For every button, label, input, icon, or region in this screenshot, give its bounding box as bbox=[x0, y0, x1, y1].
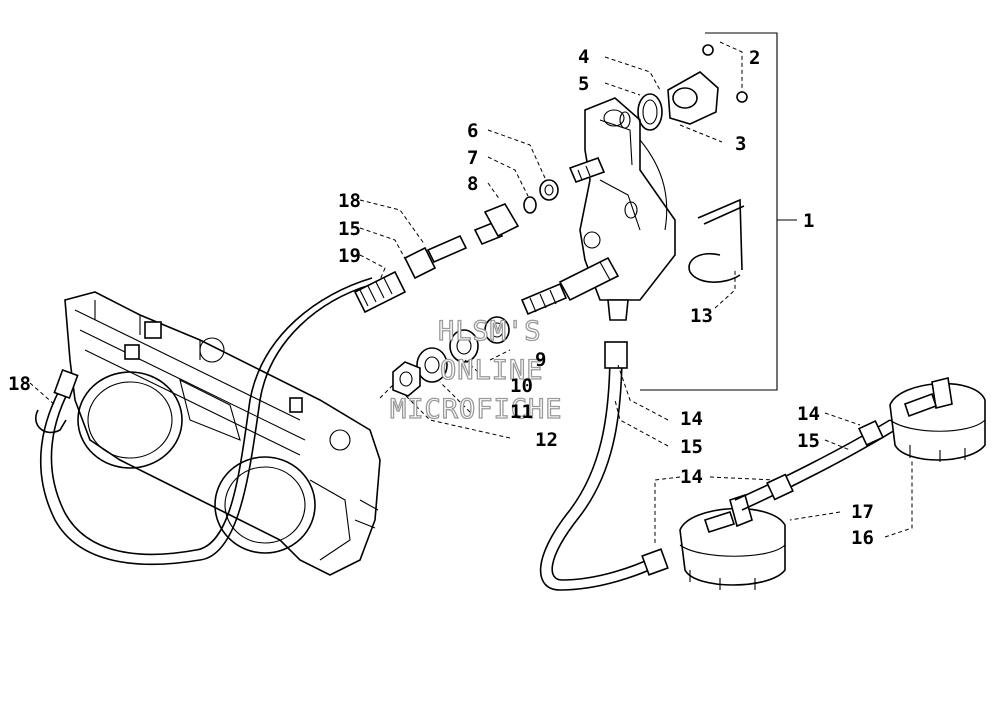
assembly-bracket bbox=[640, 32, 797, 391]
callout-2: 2 bbox=[749, 47, 760, 69]
callout-7: 7 bbox=[467, 147, 478, 169]
watermark: HLSM'S ONLINE MICROFICHE bbox=[389, 315, 563, 425]
callout-8: 8 bbox=[467, 173, 478, 195]
callout-5: 5 bbox=[578, 73, 589, 95]
callout-17: 17 bbox=[851, 501, 874, 523]
right-hose bbox=[734, 419, 896, 511]
callout-6: 6 bbox=[467, 120, 478, 142]
callout-14-a: 14 bbox=[680, 408, 703, 430]
callout-14-b: 14 bbox=[680, 466, 703, 488]
callout-19: 19 bbox=[338, 245, 361, 267]
carburetor-assembly bbox=[64, 291, 381, 576]
fuel-filter-right bbox=[889, 377, 986, 462]
regulator-parts bbox=[619, 44, 748, 131]
watermark-line-3: MICROFICHE bbox=[390, 394, 563, 425]
callout-18-b: 18 bbox=[8, 373, 31, 395]
center-hose bbox=[539, 341, 669, 591]
fuel-filter-left bbox=[679, 493, 786, 590]
callout-4: 4 bbox=[578, 46, 589, 68]
leader-lines bbox=[29, 41, 913, 545]
retaining-clip bbox=[688, 198, 745, 283]
callout-1: 1 bbox=[803, 210, 814, 232]
washers-stack bbox=[392, 316, 510, 397]
hose-fitting-upper-left bbox=[353, 234, 468, 314]
callout-16: 16 bbox=[851, 527, 874, 549]
callout-labels: 1 2 3 4 5 6 7 8 9 10 11 12 13 14 15 14 1… bbox=[8, 46, 874, 549]
callout-10: 10 bbox=[510, 375, 533, 397]
watermark-line-2: ONLINE bbox=[440, 355, 544, 386]
callout-11: 11 bbox=[510, 401, 533, 423]
fitting-small-parts bbox=[473, 179, 559, 246]
callout-12: 12 bbox=[535, 429, 558, 451]
callout-13: 13 bbox=[690, 305, 713, 327]
fuel-pump-body bbox=[520, 97, 676, 321]
callout-15-c: 15 bbox=[338, 218, 361, 240]
left-hose bbox=[35, 277, 373, 566]
callout-3: 3 bbox=[735, 133, 746, 155]
watermark-line-1: HLSM'S bbox=[438, 316, 542, 347]
callout-18-a: 18 bbox=[338, 190, 361, 212]
callout-15-b: 15 bbox=[797, 430, 820, 452]
callout-14-c: 14 bbox=[797, 403, 820, 425]
callout-9: 9 bbox=[535, 349, 546, 371]
callout-15-a: 15 bbox=[680, 436, 703, 458]
